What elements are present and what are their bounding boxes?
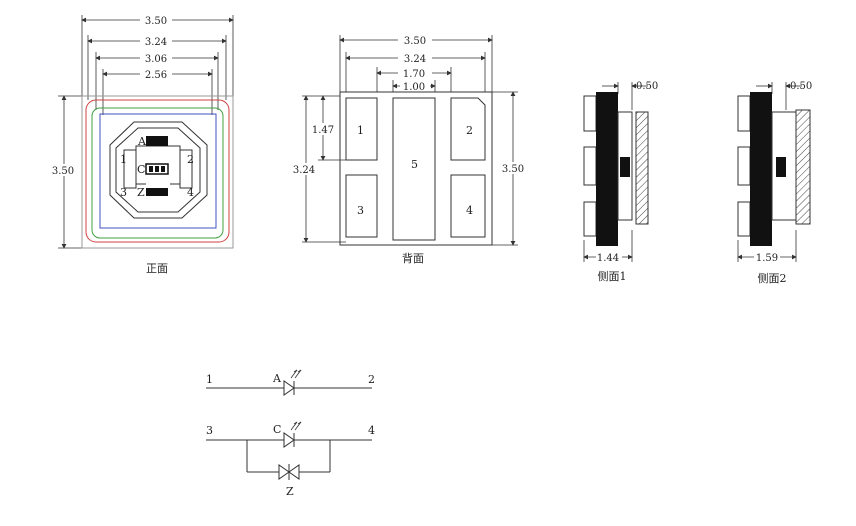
front-dim-2: 3.24	[145, 37, 167, 48]
side1-bottom-dim: 1.44	[597, 253, 619, 264]
side1-lens	[635, 111, 649, 225]
front-height-dim: 3.50	[52, 166, 74, 177]
chip-label-c: C	[137, 163, 145, 176]
front-dim-4: 2.56	[145, 70, 167, 81]
back-dim-1: 3.50	[404, 36, 426, 47]
side2-body	[750, 92, 772, 246]
back-dim-2: 3.24	[404, 54, 426, 65]
back-dim-lines	[302, 35, 518, 246]
front-dim-1: 3.50	[145, 16, 167, 27]
led-c-symbol	[283, 432, 295, 448]
front-pad-2-label: 2	[187, 153, 194, 166]
side1-caption: 侧面1	[598, 270, 627, 283]
chip-c	[145, 163, 169, 175]
back-pad-1-label: 1	[357, 124, 364, 137]
back-pad-4	[450, 174, 486, 238]
chip-label-a: A	[137, 135, 147, 148]
front-pad-4-label: 4	[187, 186, 194, 199]
front-inner-pad-right	[179, 149, 193, 189]
side2-caption: 侧面2	[758, 272, 787, 285]
back-view: 3.50 3.24 1.70 1.00 1.47 3.24 3.50 1 2 3…	[290, 34, 527, 265]
led-c-label: C	[273, 423, 281, 436]
side1-top-dim: 0.50	[636, 81, 658, 92]
back-pad-3-label: 3	[357, 204, 364, 217]
front-outline-green	[91, 107, 224, 239]
circuit-schematic: 1 2 A 3 4 C Z	[206, 369, 375, 498]
side2-bottom-dim: 1.59	[756, 253, 778, 264]
back-pad-3	[345, 174, 378, 238]
front-view: 3.50 3.24 3.06 2.56 3.50 A C Z 1 2	[49, 14, 234, 275]
front-caption: 正面	[146, 262, 168, 275]
back-caption: 背面	[402, 251, 424, 265]
node-4-label: 4	[368, 424, 375, 437]
side-view-2: 0.50 1.59 侧面2	[737, 81, 812, 285]
back-pad-2	[450, 97, 486, 161]
front-pad-1-label: 1	[120, 153, 127, 166]
node-2-label: 2	[368, 373, 375, 386]
led-a-label: A	[272, 372, 282, 385]
side2-lens	[795, 109, 811, 225]
side-view-1: 0.50 1.44 侧面1	[583, 81, 658, 283]
back-pad-4-label: 4	[466, 204, 473, 217]
back-pad-2-label: 2	[466, 124, 473, 137]
back-pad-1	[345, 97, 378, 161]
back-outline	[339, 91, 493, 246]
chip-label-z: Z	[137, 186, 145, 199]
back-pad-5	[392, 97, 436, 241]
node-3-label: 3	[206, 424, 213, 437]
front-octagon-outer	[109, 121, 208, 219]
front-octagon-inner	[115, 127, 201, 213]
front-outline-red	[85, 99, 230, 243]
back-pad-5-label: 5	[411, 158, 418, 171]
front-outline-outer	[81, 95, 234, 249]
led-a-symbol	[283, 380, 295, 396]
front-dim-3: 3.06	[145, 54, 167, 65]
back-left-dim-1: 1.47	[312, 125, 334, 136]
front-pad-3-label: 3	[120, 186, 127, 199]
chip-z	[146, 188, 168, 196]
zener-z-label: Z	[286, 485, 294, 498]
back-right-dim: 3.50	[502, 164, 524, 175]
side1-body	[596, 92, 618, 246]
front-outline-blue	[99, 113, 217, 229]
front-dim-lines	[58, 15, 234, 249]
back-dim-4: 1.00	[403, 82, 425, 93]
front-inner-pad-left	[123, 149, 137, 189]
node-1-label: 1	[206, 373, 213, 386]
back-left-dim-2: 3.24	[293, 165, 315, 176]
back-dim-3: 1.70	[403, 69, 425, 80]
chip-a	[146, 136, 168, 146]
side2-top-dim: 0.50	[790, 81, 812, 92]
zener-z-symbol	[288, 464, 300, 480]
